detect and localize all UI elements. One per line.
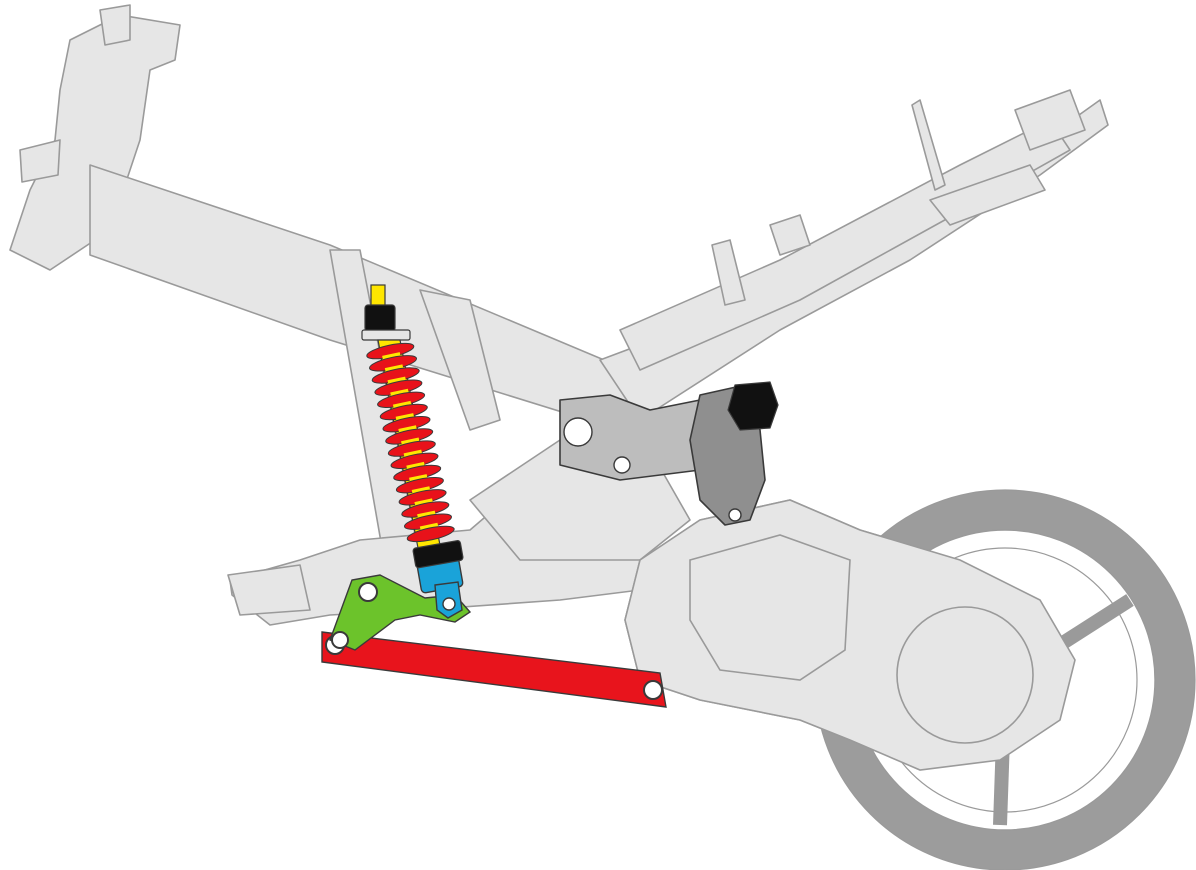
steering-head-bracket [99,4,131,46]
mount-clamp [727,381,779,431]
engine-front-overlay [624,499,1076,771]
spring-coils [366,342,455,543]
rear-subframe-lower-rail [619,119,1071,371]
damper-adjuster [412,540,464,569]
rocker-link [329,574,472,651]
pull-rod-eye-rear [643,680,663,700]
diagonal-brace [419,289,501,431]
pull-rod [321,631,667,708]
clutch-cover-overlay [896,606,1034,744]
rear-tab-c [711,239,746,306]
rear-tab-b [769,214,811,256]
damper-lower-bolt [442,597,456,611]
pull-rod-bar [321,631,667,708]
rocker-pivot-lower [331,631,349,649]
mount-bolt-right [728,508,742,522]
mount-bolt-left [563,417,593,447]
rear-tab-a [911,99,946,191]
lower-left-bracket [227,564,311,616]
rear-bracket-top [1014,89,1086,151]
spring-coil [406,525,455,543]
mount-bolt-mid [613,456,631,474]
shock-top-cap [364,304,396,332]
rocker-pivot-upper [358,582,378,602]
rear-bracket-mid [929,164,1046,226]
shock-absorber [361,284,464,619]
engine-cover-overlay [689,534,851,681]
main-frame [9,4,1109,626]
engine-mount [559,381,779,526]
spring-seat-top [361,329,411,341]
front-tab [19,139,61,183]
